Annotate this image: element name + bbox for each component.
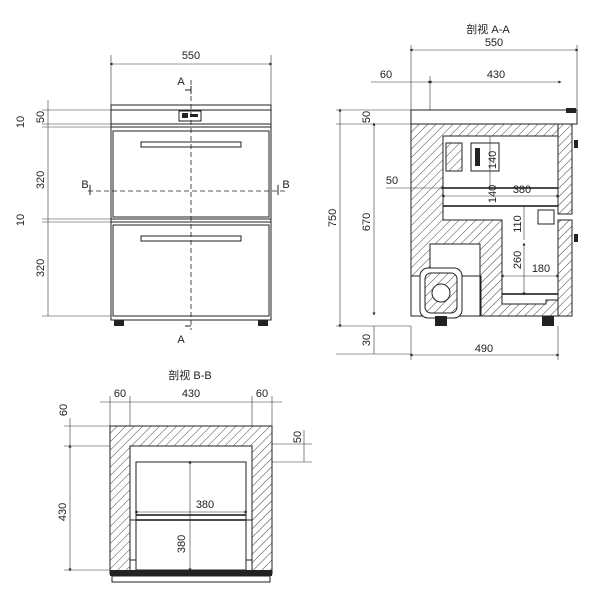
aa-shelf-offset: 50 xyxy=(386,175,398,187)
front-view: 550 A A B B xyxy=(15,50,290,346)
section-bb-title: 剖视 B-B xyxy=(168,368,211,382)
section-a-bottom: A xyxy=(177,334,185,346)
aa-upper-h2: 140 xyxy=(487,185,499,203)
aa-inner-width: 430 xyxy=(487,69,505,81)
aa-depth: 490 xyxy=(475,343,493,355)
bb-right-wall: 60 xyxy=(256,388,268,400)
aa-foot: 30 xyxy=(361,334,373,346)
bb-drawer-height: 380 xyxy=(176,535,188,553)
front-gap-top: 50 xyxy=(35,111,47,123)
front-gap-1: 10 xyxy=(15,116,27,128)
compressor xyxy=(419,267,463,319)
section-bb: 剖视 B-B 60 430 60 60 430 50 38 xyxy=(57,368,312,583)
aa-upper-h1: 140 xyxy=(487,151,499,169)
section-b-left: B xyxy=(81,179,88,191)
section-a-top: A xyxy=(177,76,185,88)
front-gap-2: 10 xyxy=(15,214,27,226)
front-width-label: 550 xyxy=(182,50,200,62)
aa-lower-w: 180 xyxy=(532,263,550,275)
aa-lower-h2: 260 xyxy=(512,251,524,269)
front-drawer-2: 320 xyxy=(35,259,47,277)
front-drawer-1: 320 xyxy=(35,171,47,189)
aa-shelf-width: 380 xyxy=(513,184,531,196)
section-b-right: B xyxy=(282,179,289,191)
bb-height: 430 xyxy=(57,503,69,521)
section-aa-title: 剖视 A-A xyxy=(466,22,510,36)
aa-lower-h1: 110 xyxy=(512,215,524,233)
aa-overall-height: 750 xyxy=(327,209,339,227)
bb-top-left: 60 xyxy=(58,404,70,416)
section-aa: 剖视 A-A 550 60 430 750 670 50 30 xyxy=(327,22,579,360)
bb-inner-width: 430 xyxy=(182,388,200,400)
bb-top-right: 50 xyxy=(292,431,304,443)
aa-body-height: 670 xyxy=(361,213,373,231)
aa-left-offset: 60 xyxy=(380,69,392,81)
bb-drawer-width: 380 xyxy=(196,499,214,511)
aa-top: 50 xyxy=(361,111,373,123)
bb-left-wall: 60 xyxy=(114,388,126,400)
aa-width: 550 xyxy=(485,37,503,49)
